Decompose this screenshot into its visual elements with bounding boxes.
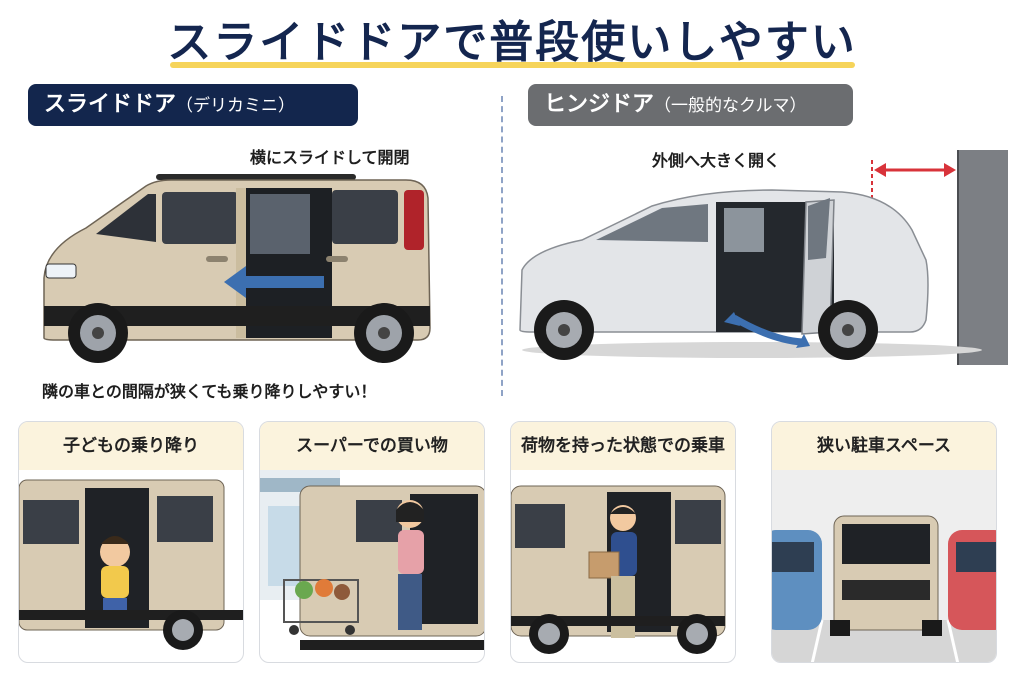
page-title: スライドドアで普段使いしやすい (167, 17, 857, 68)
sliding-caption: 横にスライドして開閉 (250, 148, 410, 167)
sliding-door-label-main: スライドドア (44, 92, 177, 117)
narrow-parking-illustration (772, 470, 996, 662)
card-supermarket: スーパーでの買い物 (259, 421, 485, 663)
sliding-door-label-sub: （デリカミニ） (176, 96, 296, 116)
hinge-door-label-main: ヒンジドア (544, 92, 655, 117)
card-narrow-parking: 狭い駐車スペース (771, 421, 997, 663)
card-label: スーパーでの買い物 (260, 422, 484, 470)
carrying-luggage-illustration (511, 485, 726, 654)
hinge-door-label: ヒンジドア（一般的なクルマ） (528, 84, 853, 126)
card-label: 子どもの乗り降り (19, 422, 243, 470)
sliding-door-car-illustration (43, 174, 431, 363)
card-carrying-luggage: 荷物を持った状態での乗車 (510, 421, 736, 663)
hinge-door-car-illustration (519, 150, 1008, 365)
hinge-door-label-sub: （一般的なクルマ） (654, 96, 807, 116)
title-underline (170, 62, 855, 68)
child-boarding-illustration (19, 479, 243, 650)
card-label: 狭い駐車スペース (772, 422, 996, 470)
sliding-door-label: スライドドア（デリカミニ） (28, 84, 358, 126)
card-label: 荷物を持った状態での乗車 (511, 422, 735, 470)
section-divider (501, 96, 503, 396)
hinge-caption: 外側へ大きく開く (652, 151, 781, 170)
sliding-benefit-caption: 隣の車との間隔が狭くても乗り降りしやすい！ (42, 382, 377, 401)
card-child-boarding: 子どもの乗り降り (18, 421, 244, 663)
supermarket-illustration (260, 470, 484, 650)
